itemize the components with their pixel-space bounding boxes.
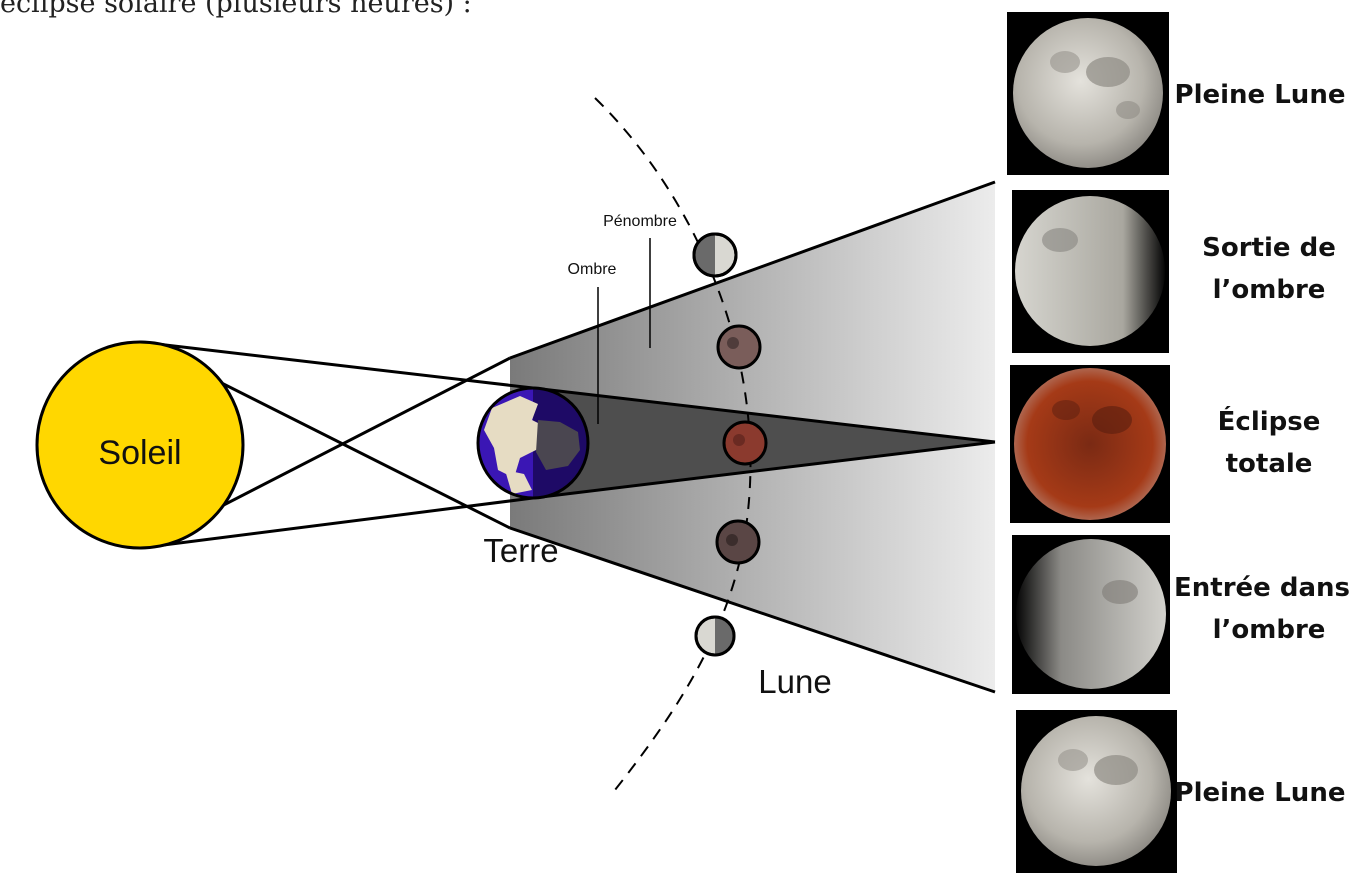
phase-photo-total-eclipse <box>1010 365 1170 523</box>
earth <box>476 386 590 500</box>
moon-position-1 <box>692 232 738 278</box>
moon-position-2 <box>716 324 762 370</box>
moon-orbit <box>594 97 752 791</box>
phase-photo-full-moon-1 <box>1007 12 1169 175</box>
moon-label: Lune <box>758 663 831 700</box>
moon-position-3-eclipsed <box>722 420 768 466</box>
phase-label-1: Pleine Lune <box>1175 80 1346 110</box>
phase-label-2-line1: Sortie de <box>1202 233 1336 263</box>
sun <box>35 340 245 550</box>
sun-label: Soleil <box>98 434 181 472</box>
phase-label-2-line2: l’ombre <box>1213 275 1326 305</box>
earth-label: Terre <box>483 532 558 569</box>
moon-position-5 <box>694 615 736 657</box>
phase-photo-full-moon-2 <box>1016 710 1177 873</box>
phase-label-5: Pleine Lune <box>1175 778 1346 808</box>
moon-position-4 <box>715 519 761 565</box>
phase-label-3-line2: totale <box>1226 449 1313 479</box>
phase-photo-enter-shadow <box>1012 535 1170 694</box>
phase-photo-exit-shadow <box>1012 190 1169 353</box>
phase-label-4-line2: l’ombre <box>1213 615 1326 645</box>
penumbra-label: Pénombre <box>603 213 677 230</box>
phase-label-4-line1: Entrée dans <box>1174 573 1350 603</box>
intro-text: éclipse solaire (plusieurs heures) : <box>0 0 472 19</box>
phase-label-3-line1: Éclipse <box>1218 405 1321 437</box>
umbra-label: Ombre <box>568 261 617 278</box>
